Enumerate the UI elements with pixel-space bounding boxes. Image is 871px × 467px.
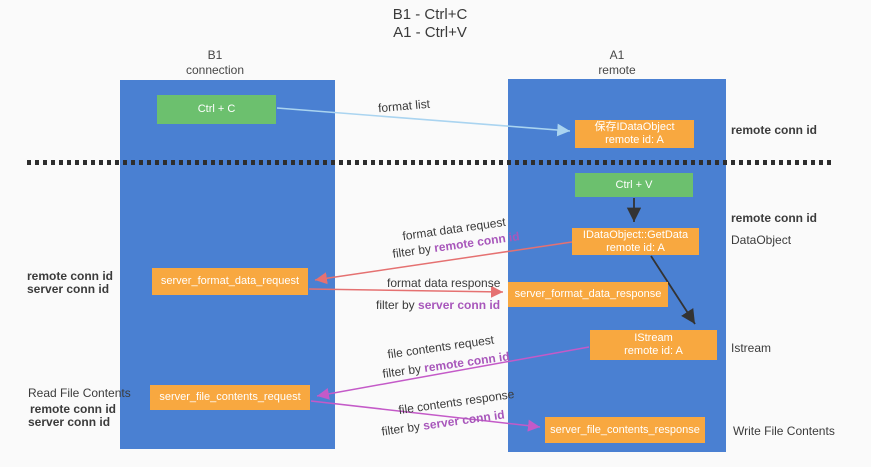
server-conn-id-left-bottom: server conn id: [28, 415, 111, 429]
filter-by-server-1: filter by server conn id: [376, 298, 500, 312]
remote-conn-id-right-top: remote conn id: [731, 123, 818, 137]
istream-side-label: Istream: [731, 341, 772, 355]
read-file-contents-label: Read File Contents: [28, 386, 131, 400]
write-file-contents-label: Write File Contents: [733, 424, 835, 438]
server-conn-id-left-top: server conn id: [27, 282, 110, 296]
ctrl-c-box: Ctrl + C: [157, 95, 276, 124]
idataobject-getdata-box: IDataObject::GetData remote id: A: [572, 228, 699, 255]
server-conn-id-text: server conn id: [418, 298, 501, 312]
save-idataobject-box: 保存IDataObject remote id: A: [575, 120, 694, 148]
getdata-line2: remote id: A: [606, 241, 665, 254]
right-column-header: A1 remote: [557, 48, 677, 78]
getdata-line1: IDataObject::GetData: [582, 228, 689, 241]
server-format-data-request-box: server_format_data_request: [152, 268, 308, 295]
istream-box: IStream remote id: A: [590, 330, 717, 360]
remote-conn-id-right-mid: remote conn id: [731, 211, 818, 225]
server-format-data-response-label: server_format_data_response: [514, 288, 662, 300]
ctrl-v-box: Ctrl + V: [575, 173, 693, 197]
remote-conn-id-left-top: remote conn id: [27, 269, 114, 283]
server-file-contents-request-label: server_file_contents_request: [159, 391, 301, 403]
format-list-label: format list: [377, 96, 431, 116]
diagram-title: B1 - Ctrl+C A1 - Ctrl+V: [330, 6, 530, 42]
istream-line2: remote id: A: [624, 345, 683, 357]
server-format-data-response-box: server_format_data_response: [508, 282, 668, 307]
right-column-name: A1: [609, 48, 625, 62]
left-column-sub: connection: [185, 63, 245, 77]
server-file-contents-request-box: server_file_contents_request: [150, 385, 310, 410]
left-column-name: B1: [207, 48, 223, 62]
istream-line1: IStream: [634, 332, 673, 344]
filter-by-text: filter by: [376, 298, 419, 312]
title-line-2: A1 - Ctrl+V: [393, 24, 467, 41]
ctrl-c-label: Ctrl + C: [197, 103, 236, 115]
right-column-sub: remote: [598, 63, 636, 77]
dataobject-label: DataObject: [731, 233, 792, 247]
save-idataobject-line2: remote id: A: [605, 134, 664, 146]
title-line-1: B1 - Ctrl+C: [392, 6, 468, 23]
format-data-response-label: format data response: [387, 276, 501, 290]
server-file-contents-response-box: server_file_contents_response: [545, 417, 705, 443]
filter-by-text: filter by: [381, 361, 426, 381]
remote-conn-id-left-bottom: remote conn id: [30, 402, 117, 416]
server-format-data-request-label: server_format_data_request: [160, 275, 300, 287]
dashed-separator-line: [27, 160, 833, 165]
left-column-header: B1 connection: [155, 48, 275, 78]
filter-by-text: filter by: [380, 418, 425, 439]
server-file-contents-response-label: server_file_contents_response: [550, 423, 700, 436]
filter-by-text: filter by: [391, 241, 436, 261]
save-idataobject-line1: 保存IDataObject: [594, 121, 675, 133]
ctrl-v-label: Ctrl + V: [615, 178, 653, 191]
